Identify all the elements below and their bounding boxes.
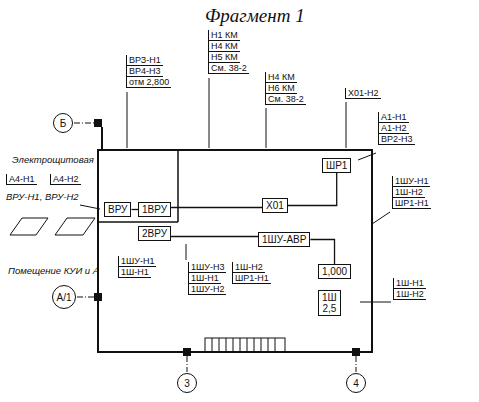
- cable-tag: А1-Н2: [378, 123, 409, 134]
- axis-marker: А/1: [52, 285, 76, 309]
- cable-tag: 1Ш-Н1: [118, 267, 151, 278]
- cable-tag: 1ШУ-Н2: [188, 284, 226, 295]
- axis-line: [74, 123, 94, 124]
- node-text: 3: [184, 378, 190, 389]
- axis-line: [356, 356, 357, 372]
- axis-line: [77, 297, 94, 298]
- node-text: 1ШУ-АВР: [262, 234, 306, 245]
- node-text: Х01: [266, 200, 284, 211]
- leader-line: [266, 108, 267, 148]
- leader-line: [80, 205, 100, 209]
- node-text: 2,5: [322, 303, 337, 314]
- column: [183, 348, 191, 356]
- node-text: ВРУ: [108, 204, 127, 215]
- cable-line: [171, 207, 262, 208]
- column: [352, 348, 360, 356]
- axis-marker: 3: [177, 373, 197, 393]
- cable-tag: Н5 КМ: [208, 52, 240, 63]
- partition-wall: [177, 150, 179, 222]
- cable-line: [310, 240, 334, 265]
- cable-tag: ВР4-Н3: [126, 66, 163, 77]
- building-wall: [98, 150, 372, 352]
- equipment-box: 1ШУ-АВР: [258, 232, 310, 247]
- cable-tag: Х01-Н2: [345, 88, 381, 99]
- leader-line: [186, 244, 187, 260]
- drawing-title: Фрагмент 1: [205, 5, 305, 27]
- cable-tag: 1Ш-Н2: [393, 289, 426, 300]
- axis-marker: 4: [346, 373, 366, 393]
- equipment-box: Х01: [262, 198, 288, 213]
- cable-tag: 1ШУ-Н1: [392, 176, 430, 187]
- equipment-box: 2ВРУ: [138, 226, 171, 241]
- cable-tag: Н6 КМ: [265, 83, 297, 94]
- cable-tag: А4-Н2: [50, 174, 81, 185]
- node-text: А/1: [56, 292, 71, 303]
- leader-line: [372, 212, 390, 224]
- node-text: 1ВРУ: [142, 204, 167, 215]
- cable-tag: Н1 КМ: [208, 30, 240, 41]
- node-text: 1,000: [322, 266, 347, 277]
- equipment-box: ВРУ: [104, 202, 131, 217]
- building-wall: [101, 127, 103, 150]
- cable-tag: 1Ш-Н1: [393, 278, 426, 289]
- cable-tag: А1-Н1: [378, 112, 409, 123]
- cable-tag: 1ШУ-Н3: [188, 262, 226, 273]
- leader-line: [209, 78, 210, 148]
- cable-tag: отм 2,800: [126, 77, 171, 88]
- node-text: 1Ш: [322, 292, 337, 303]
- cable-tag: Н4 КМ: [208, 41, 240, 52]
- equipment-box: 1Ш2,5: [318, 290, 341, 316]
- symbol-parallelogram: [55, 218, 95, 235]
- equipment-box: ШР1: [322, 158, 351, 173]
- cable-line: [288, 173, 337, 206]
- equipment-box: 1,000: [318, 264, 351, 279]
- cable-tag: А4-Н1: [6, 174, 37, 185]
- axis-marker: Б: [53, 113, 73, 133]
- equipment-box: 1ВРУ: [138, 202, 171, 217]
- leader-line: [346, 102, 347, 148]
- stair: [205, 338, 285, 352]
- axis-line: [187, 356, 188, 372]
- node-text: Б: [60, 118, 67, 129]
- node-text: ШР1: [326, 160, 347, 171]
- leader-line: [358, 153, 376, 160]
- cable-tag: 1Ш-Н2: [392, 187, 425, 198]
- cable-tag: ШР1-Н1: [392, 198, 431, 209]
- column: [94, 293, 102, 301]
- cable-tag: 1Ш-Н1: [188, 273, 221, 284]
- cable-tag: ВРЗ-Н1: [126, 55, 163, 66]
- cable-tag: 1Ш-Н2: [232, 262, 265, 273]
- room-label: Электрощитовая: [12, 155, 94, 165]
- leader-line: [127, 92, 128, 148]
- cable-tag: ВР2-Н3: [378, 134, 415, 145]
- room-label: Помещение КУИ и А: [8, 266, 99, 276]
- symbol-parallelogram: [10, 218, 48, 235]
- column: [94, 119, 102, 127]
- partition-wall: [98, 221, 178, 223]
- node-text: 4: [353, 378, 359, 389]
- cable-tag: 1ШУ-Н1: [118, 256, 156, 267]
- cable-tag: ШР1-Н1: [232, 273, 271, 284]
- cable-tag: Н4 КМ: [265, 72, 297, 83]
- room-label: ВРУ-Н1, ВРУ-Н2: [6, 192, 79, 202]
- stair-hatch: [212, 338, 275, 352]
- cable-tag: См. 38-2: [265, 94, 306, 105]
- node-text: 2ВРУ: [142, 228, 167, 239]
- leader-line: [360, 302, 391, 303]
- cable-tag: См. 38-2: [208, 63, 249, 74]
- cable-line: [171, 236, 258, 237]
